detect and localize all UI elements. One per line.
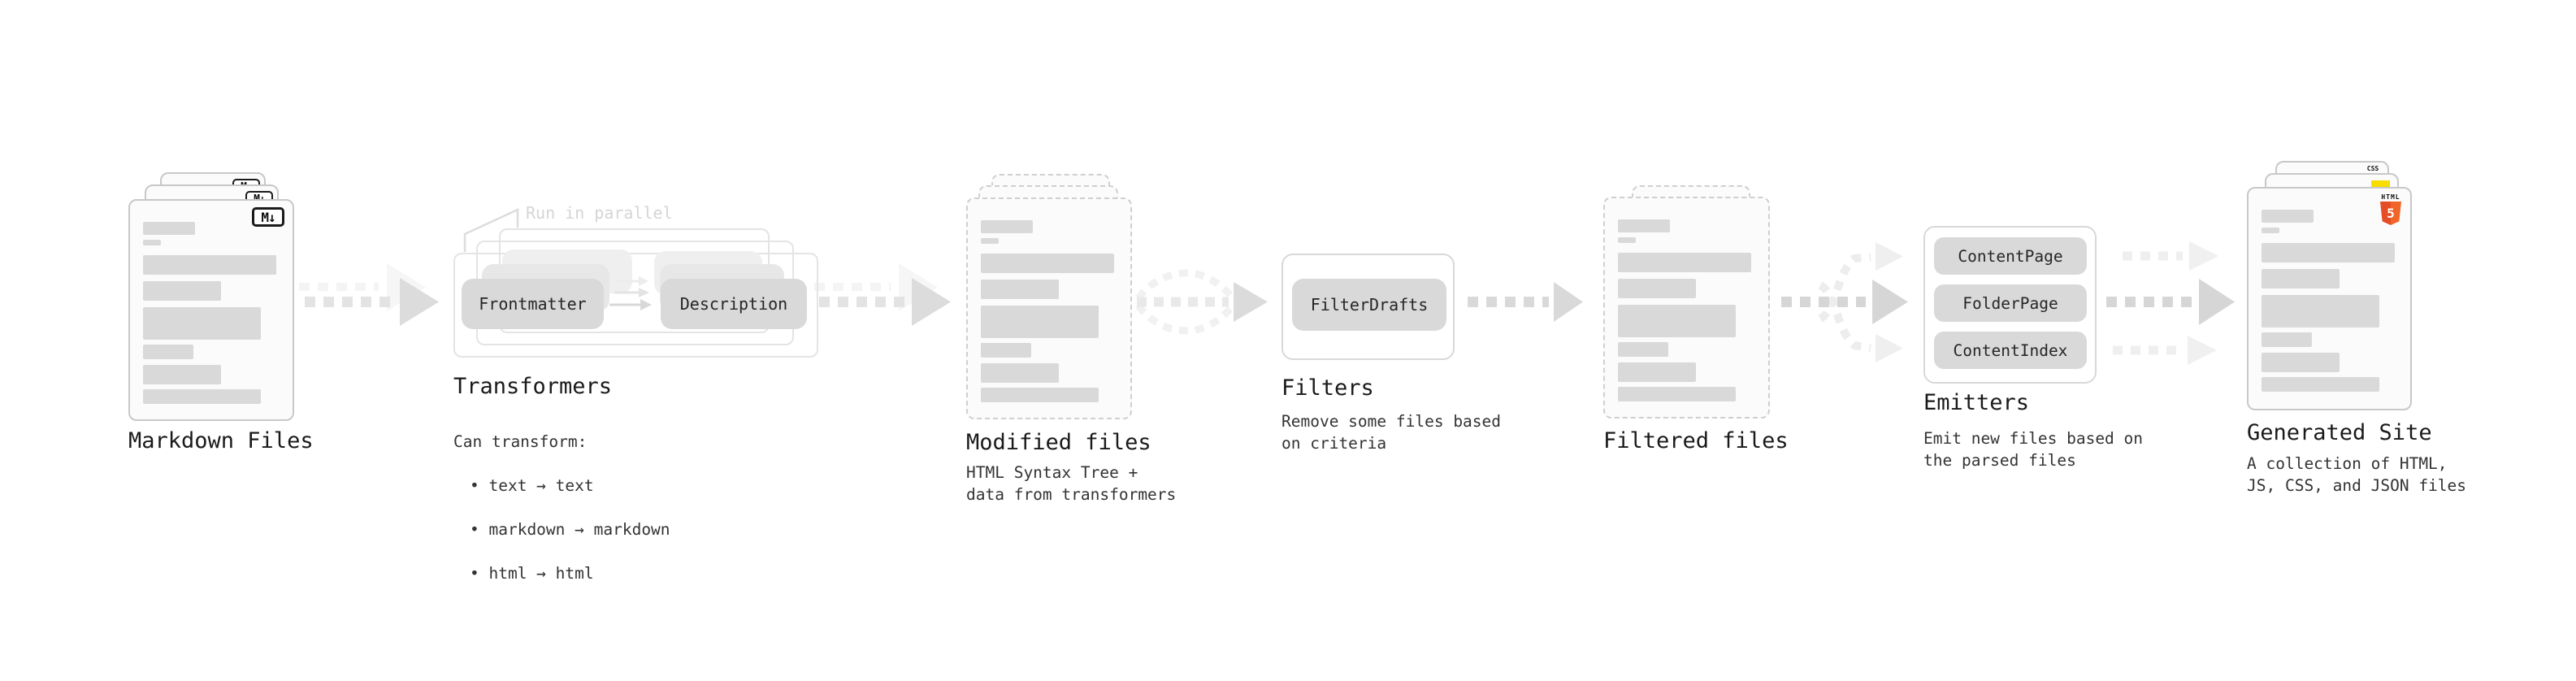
fanout-bottom-curve <box>1818 281 1871 352</box>
contentpage-pill: ContentPage <box>1934 237 2087 275</box>
arrow-transformers-to-modified <box>814 263 951 326</box>
placeholder-bar <box>143 255 276 275</box>
placeholder-bar <box>2262 243 2395 262</box>
fanout-top-curve <box>1818 253 1871 323</box>
placeholder-bar <box>1618 279 1696 298</box>
placeholder-bar <box>143 240 161 245</box>
placeholder-bar <box>143 281 221 301</box>
transformer-box-front <box>453 253 818 358</box>
javascript-icon <box>2371 180 2390 189</box>
stage-label-emitters: Emitters <box>1923 390 2030 415</box>
folderpage-pill: FolderPage <box>1934 284 2087 322</box>
placeholder-bar <box>1618 362 1696 382</box>
placeholder-bar <box>1618 219 1670 232</box>
arrow-filtered-to-emitters <box>1781 242 1908 362</box>
placeholder-bar <box>981 388 1099 402</box>
placeholder-bar <box>1618 387 1736 401</box>
placeholder-bar <box>981 254 1114 273</box>
placeholder-bar <box>2262 332 2312 347</box>
arrow-head <box>1234 282 1268 322</box>
placeholder-bar <box>981 343 1031 358</box>
placeholder-bar <box>981 363 1059 383</box>
arrow-modified-to-filters <box>1135 269 1268 335</box>
placeholder-bar <box>2262 210 2314 223</box>
stage-label-markdown-files: Markdown Files <box>128 428 314 453</box>
placeholder-bar <box>2262 295 2379 327</box>
filterdrafts-pill: FilterDrafts <box>1292 279 1446 331</box>
content-placeholder-bars <box>143 222 276 404</box>
generated-file-card: HTML 5 <box>2247 187 2412 410</box>
filtered-file-card <box>1603 197 1770 419</box>
placeholder-bar <box>2262 269 2340 288</box>
placeholder-bar <box>143 345 193 359</box>
placeholder-bar <box>981 306 1099 338</box>
top-head <box>2189 241 2218 271</box>
placeholder-bar <box>143 365 221 384</box>
caption-bullet: • text → text <box>470 476 594 495</box>
placeholder-bar <box>2262 353 2340 372</box>
markdown-file-card: M↓ <box>128 199 294 421</box>
stage-label-filtered-files: Filtered files <box>1603 428 1789 453</box>
fanout-bottom-head <box>1876 334 1903 362</box>
middle-head <box>2199 279 2235 325</box>
small-arrow-head <box>639 288 649 297</box>
arrow-head <box>400 278 439 326</box>
generated-site-caption: A collection of HTML, JS, CSS, and JSON … <box>2247 454 2467 495</box>
arrow-filters-to-filtered <box>1468 282 1583 322</box>
markdown-icon: M↓ <box>252 207 284 227</box>
placeholder-bar <box>143 222 195 235</box>
description-pill: Description <box>661 279 807 329</box>
content-placeholder-bars <box>1618 219 1751 401</box>
placeholder-bar <box>143 389 261 404</box>
merge-bottom-curve <box>1135 303 1234 335</box>
placeholder-bar <box>981 238 999 244</box>
placeholder-bar <box>981 220 1033 233</box>
stage-label-generated-site: Generated Site <box>2247 420 2432 445</box>
arrow-markdown-to-transformers <box>299 263 439 326</box>
callout-line <box>463 208 519 252</box>
fanout-top-head <box>1876 242 1903 271</box>
html5-icon-word: HTML <box>2381 193 2400 201</box>
content-placeholder-bars <box>981 220 1114 402</box>
frontmatter-pill: Frontmatter <box>462 279 604 329</box>
arrow-head <box>1554 282 1583 322</box>
placeholder-bar <box>143 307 261 340</box>
stage-label-filters: Filters <box>1281 375 1374 401</box>
pill-flow-arrows <box>609 276 652 310</box>
merge-top-curve <box>1135 269 1234 301</box>
small-arrow-head <box>639 276 648 286</box>
run-in-parallel-annotation: Run in parallel <box>526 203 673 223</box>
modified-files-caption: HTML Syntax Tree + data from transformer… <box>966 463 1177 504</box>
placeholder-bar <box>2262 377 2379 392</box>
placeholder-bar <box>1618 253 1751 272</box>
placeholder-bar <box>2262 228 2279 233</box>
placeholder-bar <box>981 280 1059 299</box>
stage-label-transformers: Transformers <box>453 374 613 399</box>
transformers-caption: Can transform: • text → text • markdown … <box>453 409 670 606</box>
run-in-parallel-connector <box>463 208 519 252</box>
placeholder-bar <box>1618 305 1736 337</box>
bottom-head <box>2188 336 2217 365</box>
modified-file-card <box>966 197 1132 419</box>
arrow-emitters-to-generated <box>2106 241 2235 365</box>
html5-icon-shield: 5 <box>2380 202 2401 225</box>
caption-intro: Can transform: <box>453 432 588 451</box>
emitters-caption: Emit new files based on the parsed files <box>1923 429 2144 470</box>
arrow-head <box>1872 280 1908 324</box>
caption-bullet: • markdown → markdown <box>470 520 670 539</box>
filters-caption: Remove some files based on criteria <box>1281 412 1502 453</box>
content-placeholder-bars <box>2262 210 2395 392</box>
html5-icon: HTML 5 <box>2379 193 2402 225</box>
stage-label-modified-files: Modified files <box>966 430 1151 455</box>
caption-bullet: • html → html <box>470 564 594 583</box>
css-icon-label: CSS <box>2366 165 2379 172</box>
placeholder-bar <box>1618 342 1668 357</box>
small-arrow-head <box>640 299 652 310</box>
contentindex-pill: ContentIndex <box>1934 332 2087 369</box>
arrow-head <box>912 278 951 326</box>
placeholder-bar <box>1618 237 1636 243</box>
